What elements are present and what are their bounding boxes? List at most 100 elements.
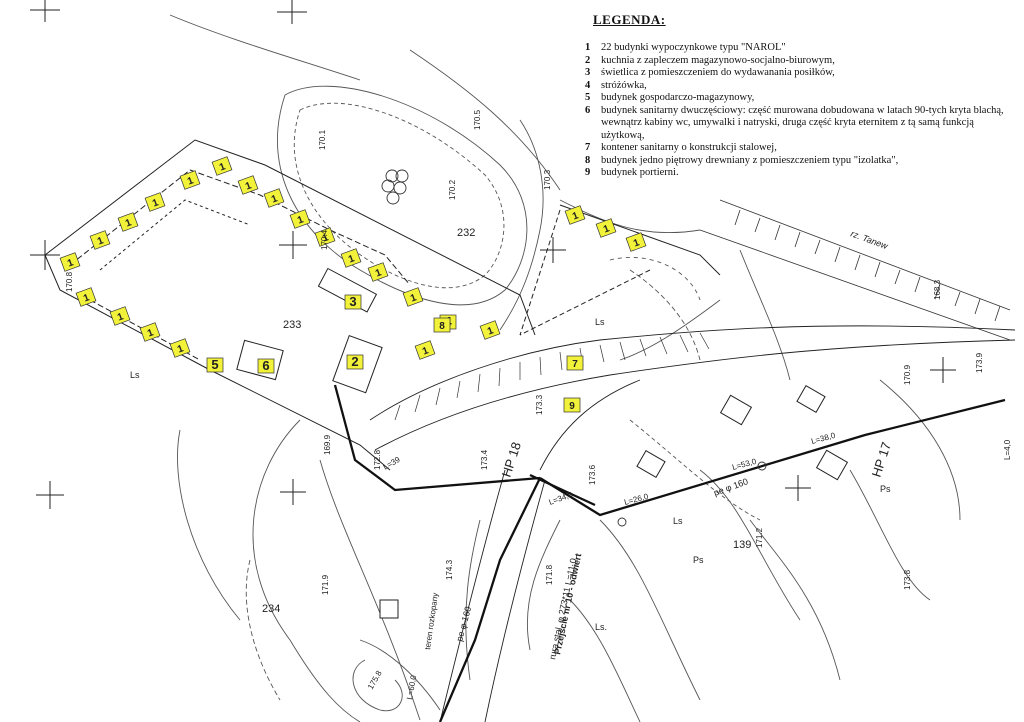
building-marker-1: 1 xyxy=(117,212,139,232)
building-marker-box xyxy=(144,192,166,212)
building-marker-1: 1 xyxy=(263,188,285,208)
building-marker-box xyxy=(257,358,275,374)
building-marker-number: 1 xyxy=(486,325,495,337)
building-marker-box xyxy=(367,262,389,282)
building-marker-box xyxy=(117,212,139,232)
building-marker-box xyxy=(414,340,436,360)
legend-item-text: budynek portierni. xyxy=(601,167,679,178)
elev-174-3: 174.3 xyxy=(445,559,454,580)
elev-170-9: 170.9 xyxy=(903,364,912,385)
building-marker-7: 7 xyxy=(566,355,584,371)
building-marker-number: 6 xyxy=(262,358,269,373)
elev-168-3: 168.3 xyxy=(933,279,942,300)
building-marker-box xyxy=(344,294,362,310)
legend-item-number: 8 xyxy=(585,154,591,166)
parcel-234-label: 234 xyxy=(262,603,280,615)
legend-item-number: 4 xyxy=(585,79,591,91)
building-marker-number: 7 xyxy=(572,359,578,370)
building-marker-number: 1 xyxy=(176,343,185,355)
building-marker-1: 1 xyxy=(139,322,161,342)
elev-173-6: 173.6 xyxy=(588,464,597,485)
elev-173-4: 173.4 xyxy=(480,449,489,470)
building-marker-box xyxy=(263,188,285,208)
legend-item-number: 1 xyxy=(585,42,591,53)
building-marker-number: 1 xyxy=(602,223,611,235)
building-marker-box xyxy=(566,355,584,371)
building-marker-box xyxy=(433,317,451,333)
building-marker-number: 1 xyxy=(632,237,641,249)
building-marker-8: 8 xyxy=(433,317,451,333)
building-marker-1: 1 xyxy=(595,218,617,238)
ps-label-1: Ps xyxy=(693,555,704,565)
elev-170-2: 170.2 xyxy=(448,179,457,200)
building-marker-number: 3 xyxy=(349,294,356,309)
building-marker-box xyxy=(211,156,233,176)
elev-170-3: 170.3 xyxy=(543,169,552,190)
ls-label-3: Ls xyxy=(673,516,683,526)
hp18-label: HP 18 xyxy=(499,440,524,479)
building-marker-box xyxy=(59,252,81,272)
ls-label-1: Ls xyxy=(130,370,140,380)
building-marker-number: 1 xyxy=(186,175,195,187)
building-markers: 111111111111111111111123456789 xyxy=(59,156,647,413)
road-hatching xyxy=(394,332,710,421)
building-marker-1: 1 xyxy=(314,227,336,247)
elev-173-8: 173.8 xyxy=(903,569,912,590)
building-marker-box xyxy=(625,232,647,252)
building-marker-1: 1 xyxy=(179,170,201,190)
parcel-232-label: 232 xyxy=(457,227,475,239)
building-marker-box xyxy=(289,209,311,229)
elev-173-9: 173.9 xyxy=(975,352,984,373)
hp17-label: HP 17 xyxy=(869,440,894,479)
building-marker-1: 1 xyxy=(109,306,131,326)
trees xyxy=(381,169,767,527)
elev-169-9: 169.9 xyxy=(323,434,332,455)
l34-label: L=34,0 xyxy=(548,490,575,507)
building-marker-1: 1 xyxy=(564,205,586,225)
building-marker-number: 8 xyxy=(439,321,445,332)
l60-label: L=60,0 xyxy=(405,674,418,700)
elev-173-3: 173.3 xyxy=(535,394,544,415)
building-marker-1: 1 xyxy=(367,262,389,282)
legend-item-text: budynek jedno piętrowy drewniany z pomie… xyxy=(601,154,899,166)
legend-item-number: 3 xyxy=(585,67,591,78)
river-bank xyxy=(699,199,1011,341)
legend-item: 8 budynek jedno piętrowy drewniany z pomi… xyxy=(585,155,1015,168)
building-marker-number: 1 xyxy=(321,232,330,244)
legend-item-text: 22 budynki wypoczynkowe typu "NAROL" xyxy=(601,42,786,53)
legend-item-number: 5 xyxy=(585,92,591,103)
legend-item-text: kuchnia z zapleczem magazynowo-socjalno-… xyxy=(601,54,835,66)
river-label: rz. Tanew xyxy=(849,228,889,251)
pipeline xyxy=(333,384,1006,722)
legend-item-number: 7 xyxy=(585,142,591,153)
building-marker-1: 1 xyxy=(75,287,97,307)
building-marker-box xyxy=(237,175,259,195)
legend-items: 1 22 budynki wypoczynkowe typu "NAROL" 2 ku… xyxy=(585,42,1015,180)
building-marker-box xyxy=(402,287,424,307)
ps-label-2: Ps xyxy=(880,484,891,494)
building-marker-box xyxy=(169,338,191,358)
building-marker-box xyxy=(595,218,617,238)
building-marker-1: 1 xyxy=(402,287,424,307)
building-marker-number: 9 xyxy=(569,401,575,412)
ls-label-2: Ls xyxy=(595,317,605,327)
building-marker-number: 1 xyxy=(151,197,160,209)
building-marker-6: 6 xyxy=(257,358,275,374)
building-marker-9: 9 xyxy=(563,397,581,413)
building-marker-number: 1 xyxy=(421,345,430,357)
building-marker-number: 1 xyxy=(66,257,75,269)
elev-171-8: 171.8 xyxy=(545,564,554,585)
parcel-233-label: 233 xyxy=(283,319,301,331)
building-marker-box xyxy=(563,397,581,413)
legend-item-text: budynek gospodarczo-magazynowy, xyxy=(601,92,755,103)
legend-item: 1 22 budynki wypoczynkowe typu "NAROL" xyxy=(585,42,1015,55)
building-marker-1: 1 xyxy=(169,338,191,358)
elev-170-4: 170.4 xyxy=(320,229,329,250)
building-marker-number: 2 xyxy=(351,354,358,369)
legend-item-number: 2 xyxy=(585,54,591,66)
building-marker-number: 1 xyxy=(270,193,279,205)
ls-label-4: Ls. xyxy=(595,622,607,632)
